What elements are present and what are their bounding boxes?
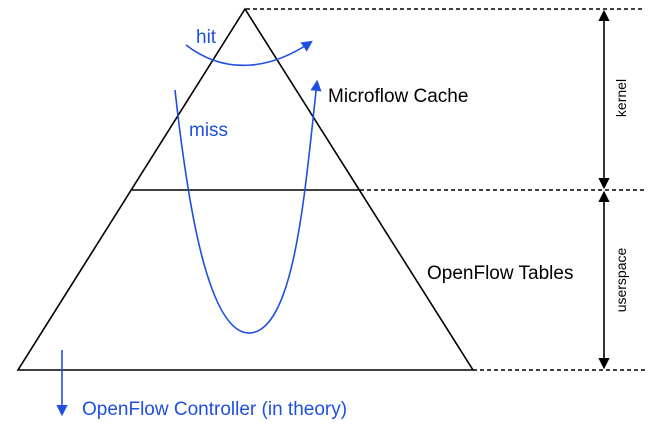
microflow-cache-label: Microflow Cache — [328, 86, 468, 107]
hit-arrow — [185, 40, 313, 67]
controller-label: OpenFlow Controller (in theory) — [82, 399, 347, 420]
userspace-label: userspace — [613, 247, 629, 312]
miss-label: miss — [189, 120, 228, 141]
miss-arrow — [174, 79, 322, 334]
openflow-tables-label: OpenFlow Tables — [427, 263, 573, 284]
kernel-label: kernel — [613, 79, 629, 117]
hit-label: hit — [196, 27, 217, 48]
